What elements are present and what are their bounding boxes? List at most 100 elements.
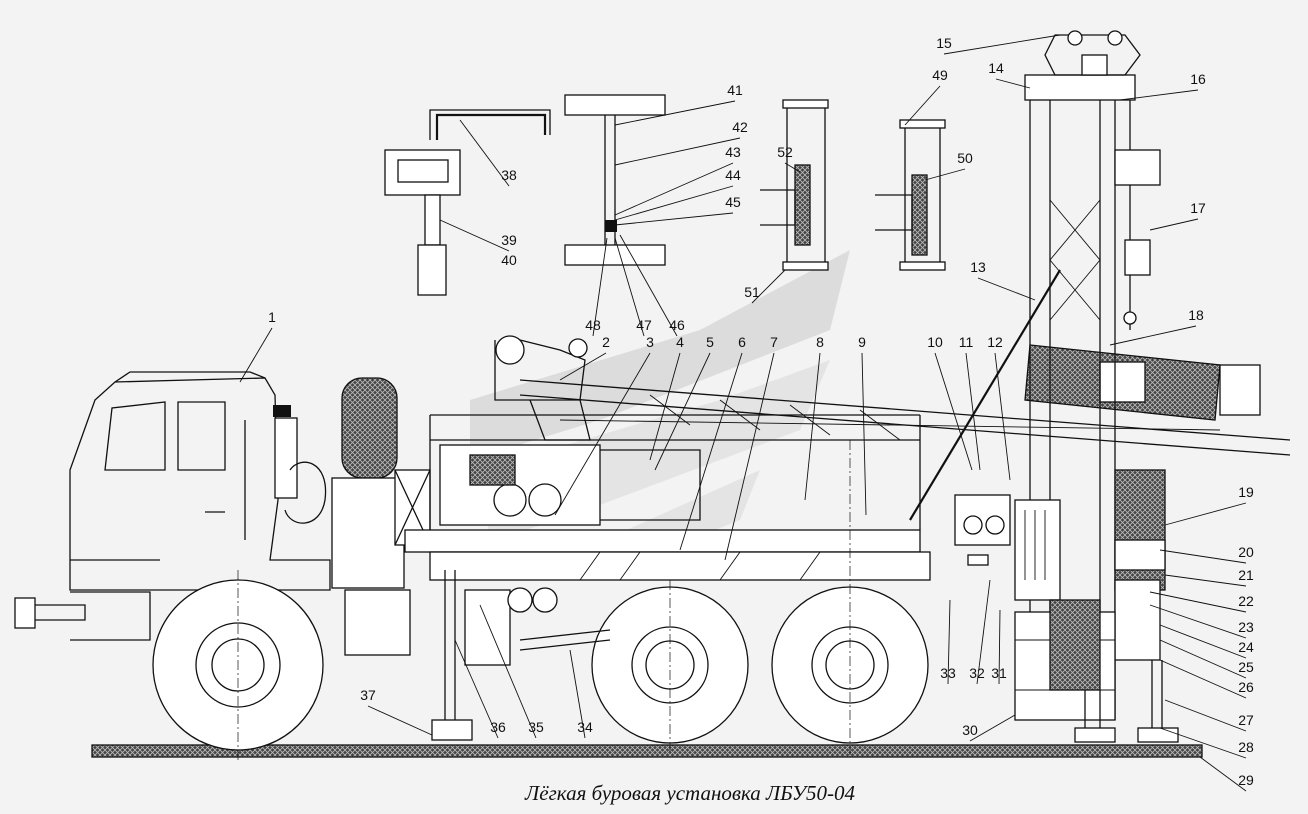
callout-8: 8 — [816, 334, 824, 350]
leader-line — [924, 168, 966, 181]
leader-line — [614, 212, 734, 226]
callout-41: 41 — [727, 82, 743, 98]
leader-line — [861, 352, 867, 516]
leader-line — [1159, 659, 1247, 699]
leader-line — [965, 352, 981, 471]
callout-49: 49 — [932, 67, 948, 83]
mast — [1024, 30, 1161, 720]
leader-line — [619, 234, 678, 337]
leader-line — [751, 269, 786, 304]
callout-11: 11 — [959, 334, 974, 350]
leader-line — [679, 352, 743, 551]
callout-18: 18 — [1188, 307, 1204, 323]
callout-38: 38 — [501, 167, 517, 183]
base-frame — [1014, 599, 1116, 721]
leader-line — [439, 219, 510, 252]
callout-33: 33 — [940, 665, 956, 681]
leader-line — [614, 185, 734, 221]
callout-47: 47 — [636, 317, 652, 333]
callout-29: 29 — [1238, 772, 1254, 788]
pump-unit — [464, 587, 611, 666]
leader-line — [1159, 624, 1247, 659]
rear-wheel — [771, 440, 929, 755]
callout-39: 39 — [501, 232, 517, 248]
callout-2: 2 — [602, 334, 610, 350]
leader-line — [1149, 604, 1247, 639]
callout-52: 52 — [777, 144, 793, 160]
leader-line — [459, 119, 510, 187]
drive-unit — [439, 444, 701, 526]
callout-30: 30 — [962, 722, 978, 738]
leader-line — [1109, 325, 1197, 346]
callout-17: 17 — [1190, 200, 1206, 216]
leader-line — [1149, 218, 1199, 231]
front-bumper — [14, 591, 151, 641]
callout-22: 22 — [1238, 593, 1254, 609]
leader-line — [724, 352, 775, 561]
callout-24: 24 — [1238, 639, 1254, 655]
callout-40: 40 — [501, 252, 517, 268]
spare-wheel — [341, 377, 398, 479]
callout-44: 44 — [725, 167, 741, 183]
callout-1: 1 — [268, 309, 276, 325]
callout-12: 12 — [987, 334, 1003, 350]
leader-line — [934, 352, 973, 471]
crane-head — [494, 335, 591, 441]
leader-line — [614, 100, 736, 126]
callout-10: 10 — [927, 334, 943, 350]
callout-51: 51 — [744, 284, 760, 300]
callout-6: 6 — [738, 334, 746, 350]
leader-line — [649, 352, 681, 461]
side-cabinet — [1114, 469, 1166, 661]
truck-cab — [69, 371, 331, 591]
leader-line — [976, 579, 991, 685]
leader-line — [569, 649, 586, 739]
detail-guide-right — [875, 119, 946, 271]
callout-20: 20 — [1238, 544, 1254, 560]
leader-line — [994, 352, 1011, 481]
callout-3: 3 — [646, 334, 654, 350]
callout-35: 35 — [528, 719, 544, 735]
callout-43: 43 — [725, 144, 741, 160]
leader-line — [784, 162, 801, 173]
leader-line — [454, 639, 499, 739]
drawing-caption: Лёгкая буровая установка ЛБУ50-04 — [524, 781, 855, 805]
leader-line — [1164, 574, 1247, 587]
callout-34: 34 — [577, 719, 593, 735]
callout-14: 14 — [988, 60, 1004, 76]
callout-45: 45 — [725, 194, 741, 210]
callout-48: 48 — [585, 317, 601, 333]
leader-line — [977, 277, 1036, 301]
leader-line — [559, 352, 607, 381]
callout-31: 31 — [991, 665, 1007, 681]
detail-guide-left — [760, 99, 829, 271]
detail-swivel — [384, 109, 551, 296]
callout-28: 28 — [1238, 739, 1254, 755]
leader-line — [479, 604, 537, 739]
leader-line — [1149, 591, 1247, 613]
leader-line — [1119, 89, 1199, 101]
leader-line — [239, 327, 273, 383]
callout-42: 42 — [732, 119, 748, 135]
callout-4: 4 — [676, 334, 684, 350]
power-block — [331, 469, 431, 656]
leader-line — [904, 85, 941, 126]
callout-7: 7 — [770, 334, 778, 350]
boom — [519, 379, 1291, 456]
leader-line — [804, 352, 821, 501]
leader-line — [367, 705, 433, 736]
callout-23: 23 — [1238, 619, 1254, 635]
leader-line — [1159, 639, 1247, 679]
leader-line — [614, 162, 734, 216]
leader-line — [654, 352, 711, 471]
leader-line — [1164, 699, 1247, 732]
leader-line — [1199, 756, 1247, 792]
boom-panel — [1024, 344, 1261, 421]
leader-line — [592, 237, 608, 337]
callout-15: 15 — [936, 35, 952, 51]
leader-line — [1164, 502, 1247, 526]
leader-line — [1159, 549, 1247, 564]
leader-line — [1159, 727, 1247, 759]
callout-25: 25 — [1238, 659, 1254, 675]
